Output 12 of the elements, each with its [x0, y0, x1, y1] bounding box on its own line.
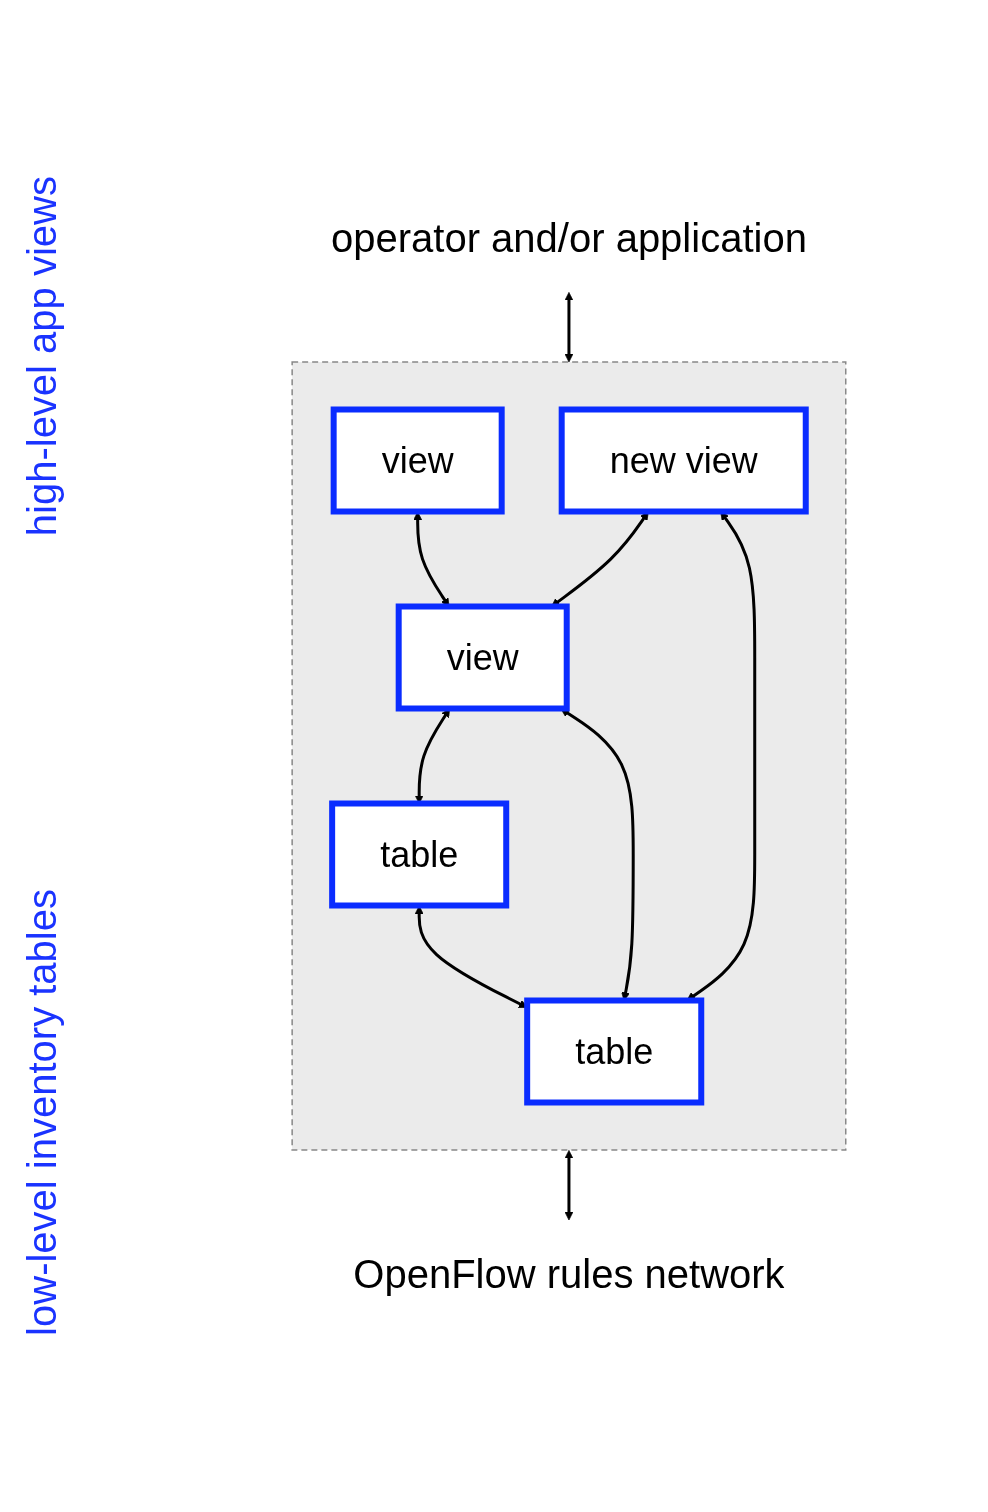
side-label: high-level app views: [20, 176, 65, 537]
node-box: table: [524, 997, 705, 1106]
node-box: view: [395, 603, 570, 712]
cluster: [291, 361, 847, 1151]
node-text: OpenFlow rules network: [353, 1252, 785, 1296]
node-box: new view: [558, 406, 809, 515]
node-text: operator and/or application: [331, 216, 807, 260]
arrow: [564, 1150, 574, 1221]
side-label: low-level inventory tables: [20, 888, 65, 1336]
arrow: [564, 292, 574, 363]
node-box: view: [330, 406, 505, 515]
node-box: table: [329, 800, 510, 909]
